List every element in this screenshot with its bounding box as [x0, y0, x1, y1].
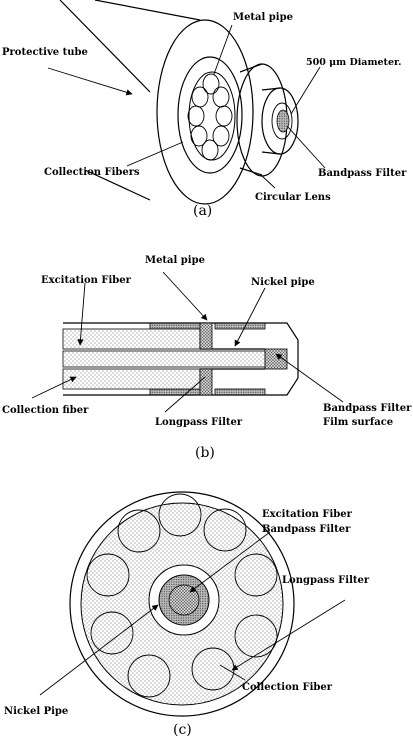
panel-a-labels: Protective tube Metal pipe 500 μm Diamet… [2, 12, 407, 203]
label-circular-lens: Circular Lens [255, 192, 331, 203]
label-excitation-fiber-b: Excitation Fiber [41, 275, 132, 286]
caption-b: (b) [195, 445, 215, 461]
label-bandpass-filter-c: Bandpass Filter [262, 524, 351, 535]
bandpass-filter-c [168, 584, 200, 616]
panel-b: Metal pipe Nickel pipe Excitation Fiber … [2, 255, 412, 461]
caption-c: (c) [173, 722, 192, 738]
panel-b-leaders [31, 271, 344, 413]
collection-fiber-top [62, 328, 201, 350]
label-bandpass-filter-a: Bandpass Filter [318, 168, 407, 179]
metal-pipe-section [177, 56, 243, 174]
panel-c-labels: Excitation Fiber Bandpass Filter Longpas… [4, 509, 370, 717]
label-nickel-pipe-c: Nickel Pipe [4, 706, 68, 717]
label-collection-fibers: Collection Fibers [44, 167, 140, 178]
caption-a: (a) [193, 203, 212, 219]
collection-fiber-ends [187, 73, 233, 161]
label-longpass-filter-b: Longpass Filter [155, 417, 243, 428]
longpass-filter-bottom [199, 368, 213, 396]
longpass-filter-top [199, 322, 213, 350]
circular-lens-face [261, 87, 299, 155]
label-collection-fiber-c: Collection Fiber [242, 682, 333, 693]
panel-b-labels: Metal pipe Nickel pipe Excitation Fiber … [2, 255, 412, 428]
label-collection-fiber-b: Collection fiber [2, 405, 89, 416]
collection-fibers-ring [86, 493, 278, 698]
label-diameter: 500 μm Diameter. [306, 57, 401, 68]
panel-a: Protective tube Metal pipe 500 μm Diamet… [2, 0, 407, 219]
metal-pipe-bottom [149, 388, 201, 396]
metal-pipe-top [149, 322, 201, 330]
protective-tube-body [59, 0, 254, 205]
panel-b-body [62, 322, 299, 396]
lens-cylinder [236, 63, 299, 177]
protective-tube-outer [69, 491, 295, 717]
label-metal-pipe-a: Metal pipe [233, 12, 293, 23]
panel-c-leaders [39, 531, 346, 696]
label-metal-pipe-b: Metal pipe [145, 255, 205, 266]
bandpass-filter-disc [276, 109, 290, 133]
label-nickel-pipe-b: Nickel pipe [251, 277, 315, 288]
label-film-surface: Film surface [323, 417, 393, 428]
metal-pipe-inner [188, 71, 236, 161]
panel-c: Excitation Fiber Bandpass Filter Longpas… [4, 491, 370, 738]
label-bandpass-filter-b: Bandpass Filter [323, 403, 412, 414]
label-excitation-fiber-c: Excitation Fiber [262, 509, 353, 520]
label-protective-tube: Protective tube [2, 47, 88, 58]
panel-a-leaders [47, 24, 326, 189]
collection-fiber-bottom [62, 368, 201, 390]
excitation-fiber-core [62, 350, 266, 368]
label-longpass-filter-c: Longpass Filter [282, 575, 370, 586]
